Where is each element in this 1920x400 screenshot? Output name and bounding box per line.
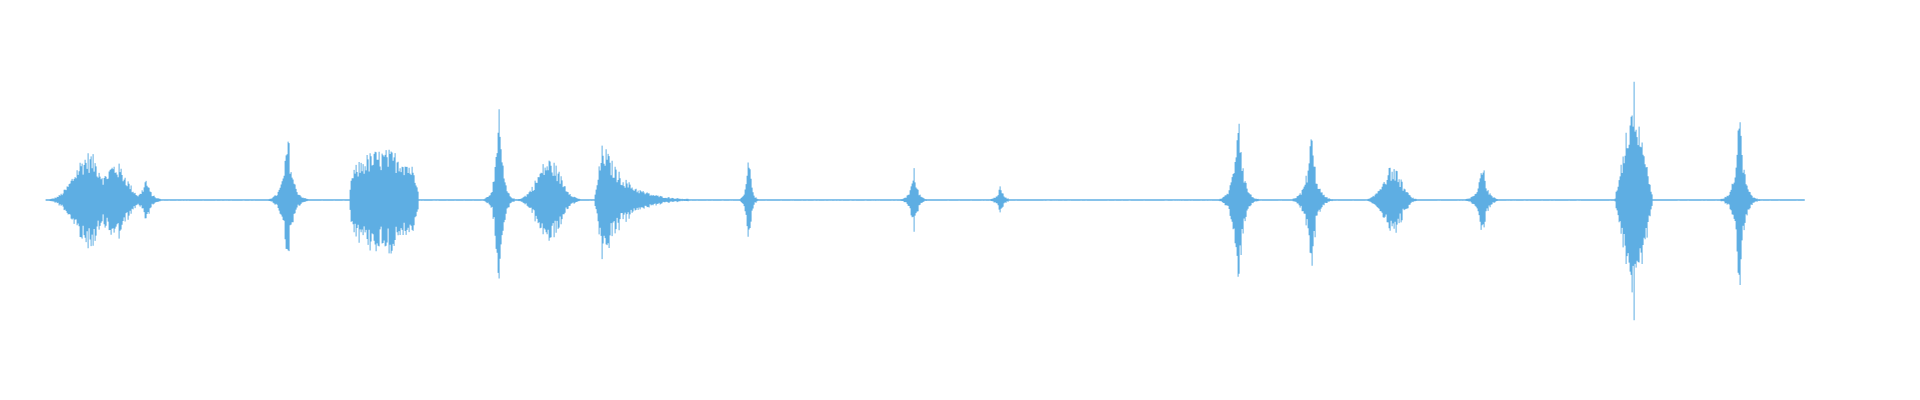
- waveform-path: [45, 81, 1805, 321]
- waveform-bars: [45, 81, 1805, 321]
